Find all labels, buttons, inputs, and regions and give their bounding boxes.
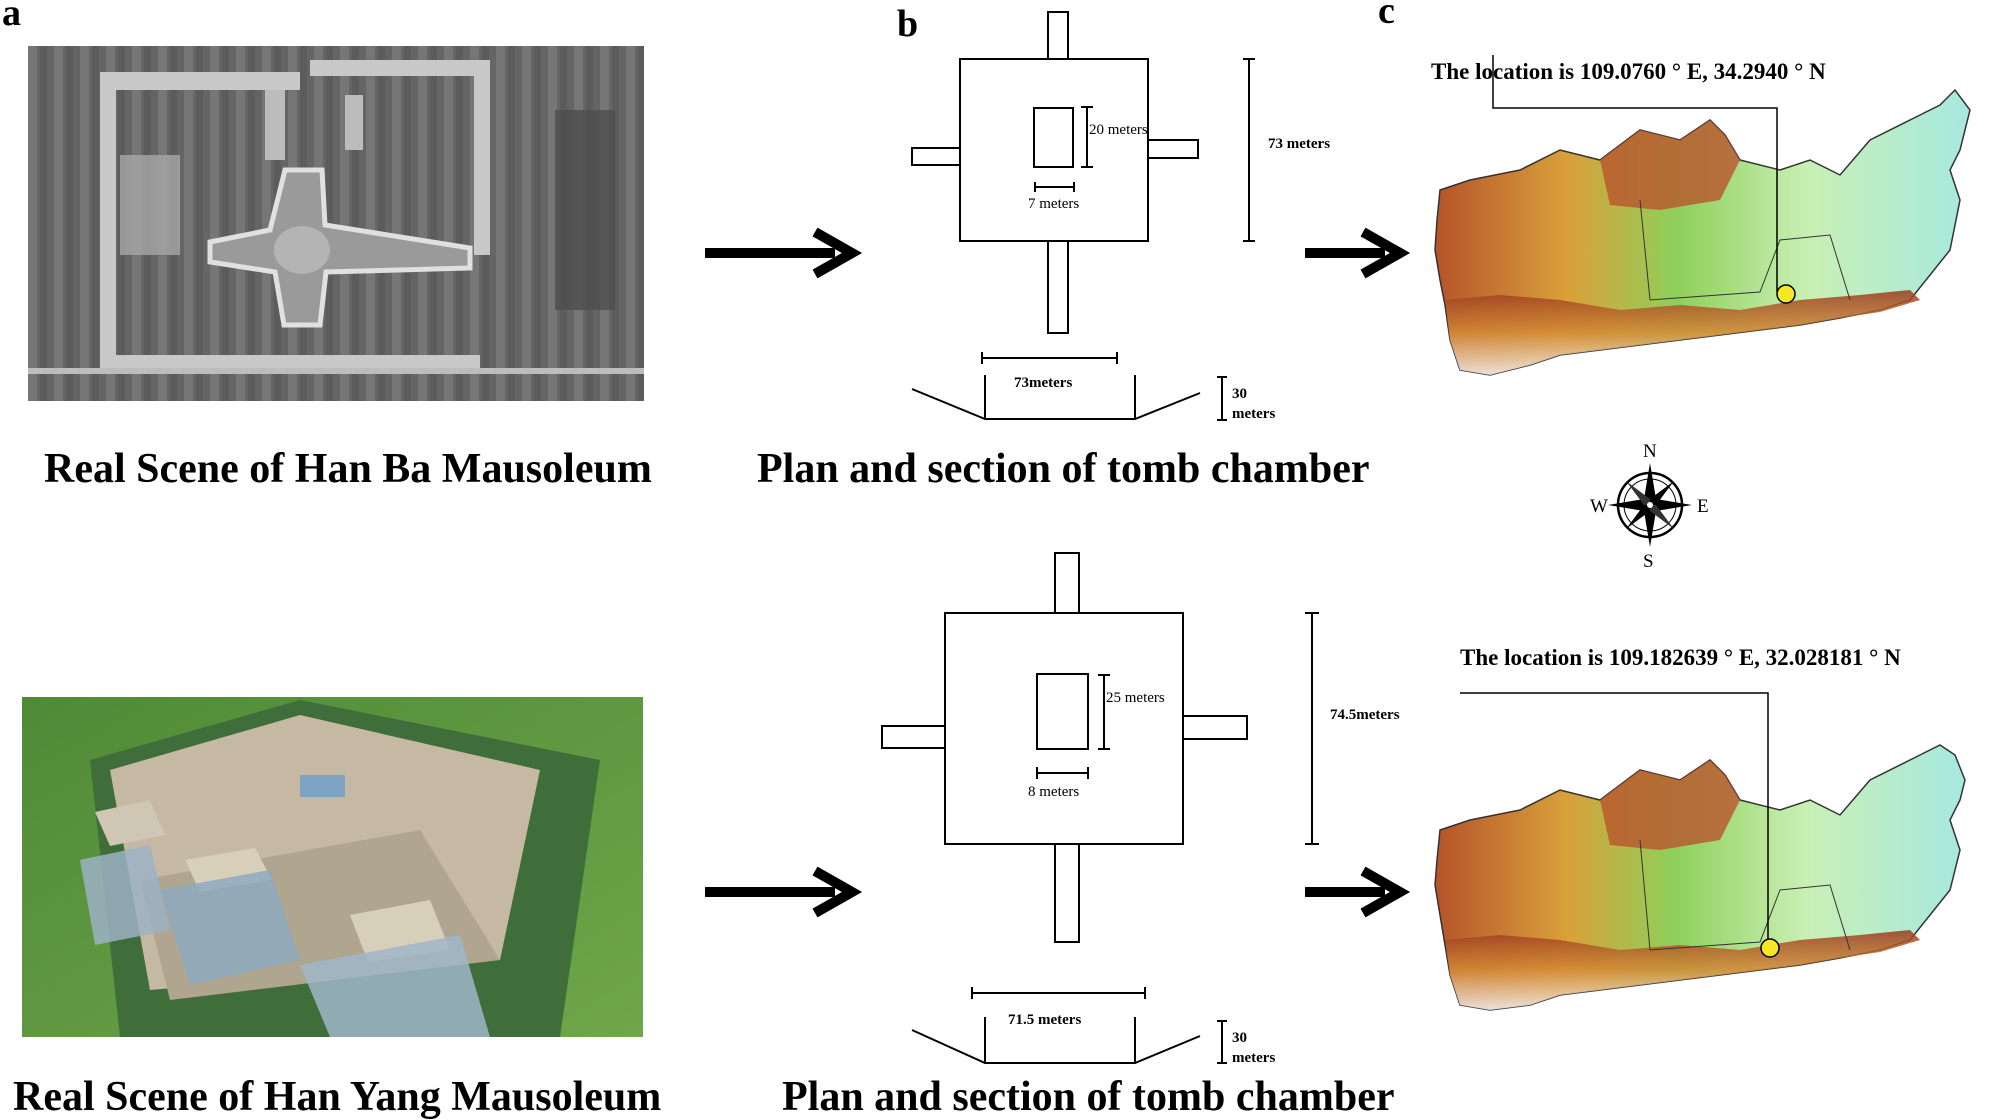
outer-height-label-row2: 74.5meters <box>1330 707 1400 723</box>
inner-height-label-row2: 25 meters <box>1106 690 1165 706</box>
terrain-map-row2 <box>1434 692 1966 1011</box>
location-marker-row1 <box>1776 284 1796 304</box>
inner-width-label-row1: 7 meters <box>1028 196 1080 212</box>
aerial-photo-han-ba <box>28 46 644 401</box>
compass-e-label: E <box>1697 496 1709 517</box>
section-width-label-row1: 73meters <box>1014 375 1073 391</box>
panel-label-c: c <box>1378 0 1395 32</box>
section-width-label-row2: 71.5 meters <box>1008 1012 1082 1028</box>
inner-height-label-row1: 20 meters <box>1089 122 1148 138</box>
section-depth-value-row2: 30 <box>1232 1030 1247 1046</box>
outer-height-label-row1: 73 meters <box>1268 136 1331 152</box>
compass-w-label: W <box>1590 496 1608 517</box>
tomb-section-row2 <box>911 987 1227 1064</box>
section-depth-unit-row2: meters <box>1232 1050 1276 1066</box>
tomb-section-row1 <box>911 352 1227 421</box>
arrow-row1-left <box>705 227 863 279</box>
tomb-plan-row1 <box>911 11 1255 334</box>
section-depth-value-row1: 30 <box>1232 386 1247 402</box>
aerial-photo-han-yang <box>22 697 643 1037</box>
panel-label-b: b <box>897 3 919 45</box>
compass-n-label: N <box>1643 441 1657 462</box>
terrain-map-row1 <box>1434 55 1971 376</box>
arrow-row2-right <box>1305 866 1411 918</box>
location-text-row2: The location is 109.182639 ° E, 32.02818… <box>1460 645 1901 670</box>
caption-real-scene-han-ba: Real Scene of Han Ba Mausoleum <box>44 446 652 492</box>
location-marker-row2 <box>1760 938 1780 958</box>
arrow-row1-right <box>1305 227 1411 279</box>
compass-rose-icon <box>1608 463 1692 547</box>
section-depth-unit-row1: meters <box>1232 406 1276 422</box>
location-text-row1: The location is 109.0760 ° E, 34.2940 ° … <box>1431 59 1826 84</box>
caption-plan-section-row2: Plan and section of tomb chamber <box>782 1074 1395 1120</box>
caption-plan-section-row1: Plan and section of tomb chamber <box>757 446 1370 492</box>
arrow-row2-left <box>705 866 863 918</box>
caption-real-scene-han-yang: Real Scene of Han Yang Mausoleum <box>13 1074 662 1120</box>
compass-s-label: S <box>1643 551 1654 572</box>
panel-label-a: a <box>2 0 21 34</box>
tomb-plan-row2 <box>881 552 1319 943</box>
inner-width-label-row2: 8 meters <box>1028 784 1080 800</box>
